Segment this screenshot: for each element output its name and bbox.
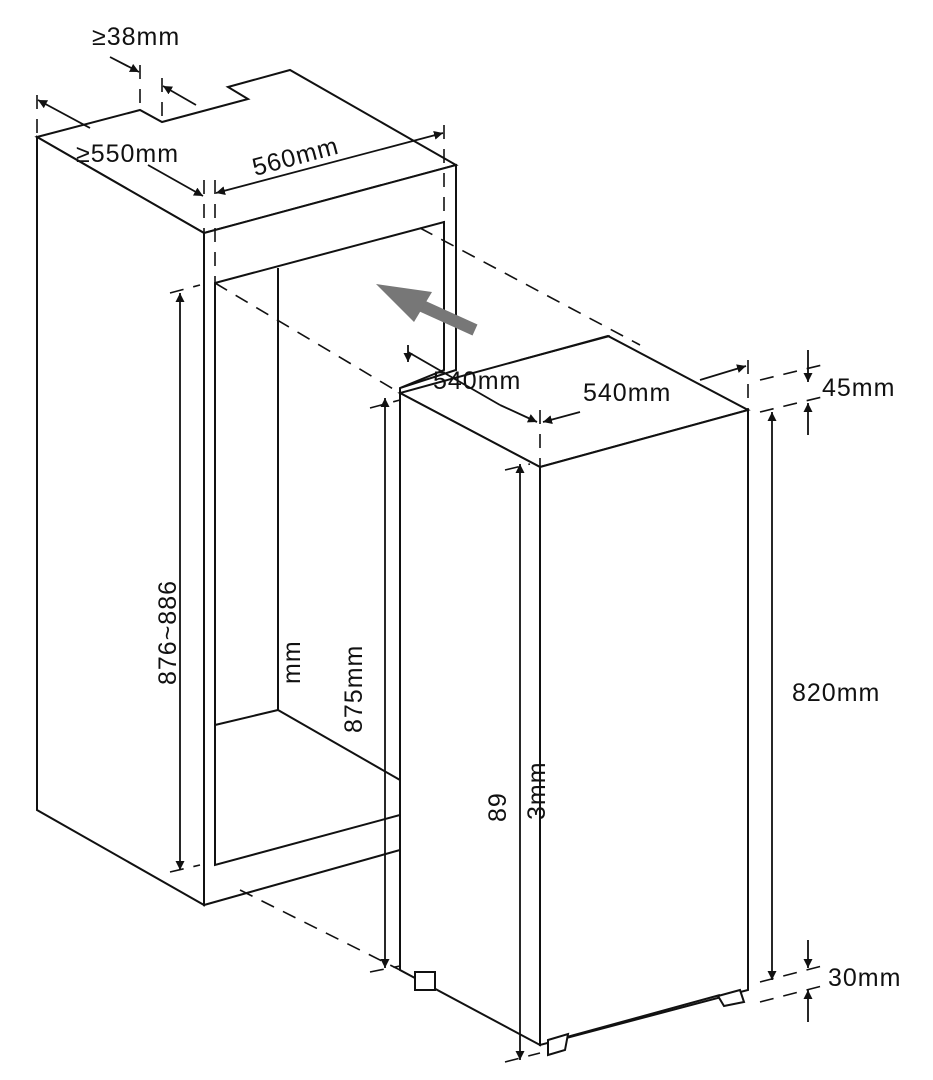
foot-front-right <box>716 988 746 1008</box>
cabinet <box>34 68 459 907</box>
label-niche-height: 876~886 <box>154 580 182 685</box>
label-cabinet-depth: ≥550mm <box>76 140 179 168</box>
appliance <box>397 334 751 1057</box>
appliance-front <box>539 408 749 1047</box>
label-door-height-b: 3mm <box>523 761 551 820</box>
label-door-height-a: 89 <box>484 792 512 822</box>
label-bottom-offset: 30mm <box>828 964 901 992</box>
foot-front-left <box>547 1032 570 1057</box>
foot-left <box>414 971 436 991</box>
dimension-lines <box>37 56 823 1063</box>
label-door-panel-height: 820mm <box>792 679 880 707</box>
appliance-side <box>399 391 541 1047</box>
insert-arrow-icon <box>376 284 478 336</box>
label-niche-height-unit: mm <box>278 640 306 684</box>
label-appliance-width: 540mm <box>583 379 671 407</box>
label-clearance-top: ≥38mm <box>92 23 180 51</box>
label-top-offset: 45mm <box>822 374 895 402</box>
label-appliance-depth: 540mm <box>433 367 521 395</box>
appliance-base-trim <box>555 994 721 1041</box>
guide-lines <box>36 65 641 971</box>
cabinet-left-side <box>36 135 205 907</box>
label-appliance-height: 875mm <box>340 645 368 733</box>
